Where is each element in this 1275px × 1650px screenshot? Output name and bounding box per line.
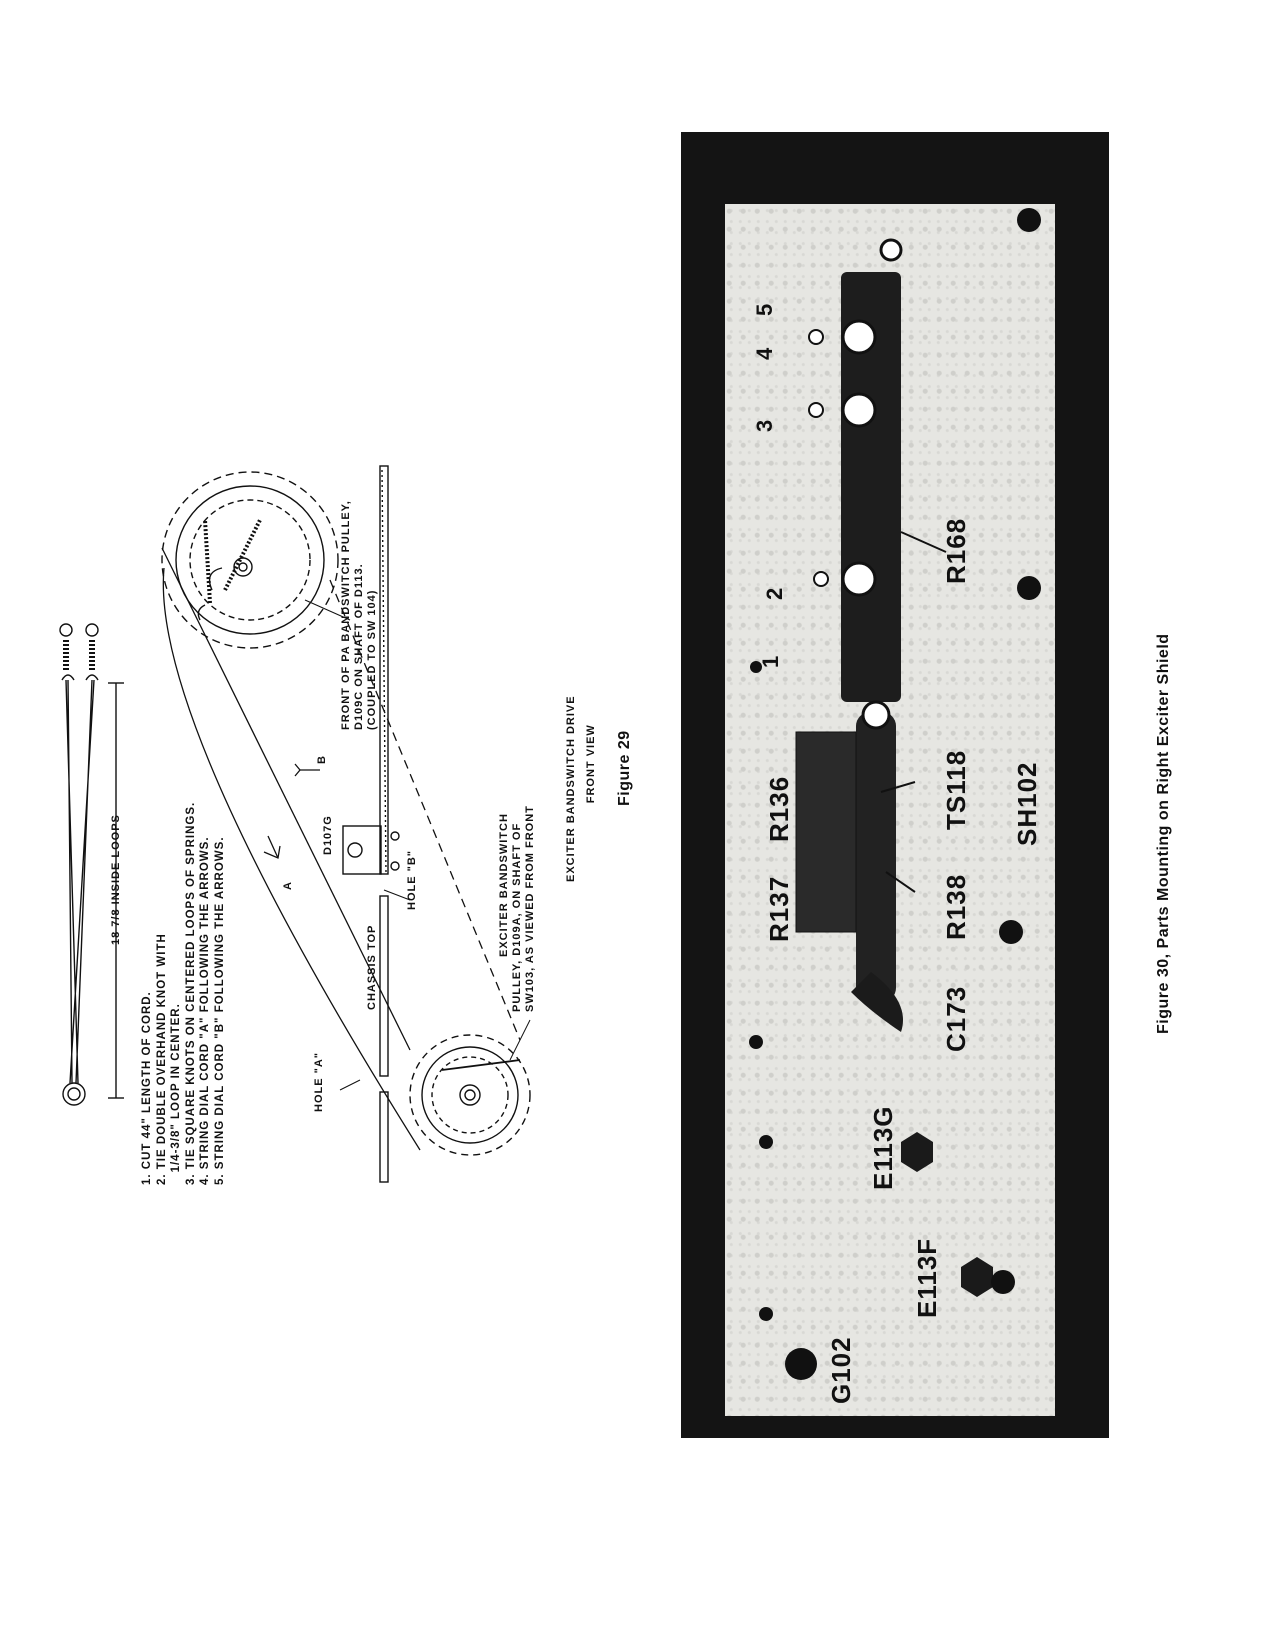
label-terminal-5: 5 [752, 303, 777, 316]
cord-and-springs-drawing [59, 623, 124, 1106]
label-r168: R168 [941, 517, 971, 584]
exciter-pulley-label: EXCITER BANDSWITCH PULLEY, D109A, ON SHA… [498, 805, 536, 1012]
label-terminal-2: 2 [762, 587, 787, 600]
label-ts118: TS118 [941, 749, 971, 830]
d107g-label: D107G [322, 815, 334, 855]
figure-30-photo [681, 132, 1109, 1438]
cord-a-path [161, 547, 411, 1051]
pa-bandswitch-pulley [161, 471, 339, 649]
label-terminal-4: 4 [752, 347, 777, 360]
cord-b-label: B [316, 755, 328, 764]
inside-loops-label: 18 7/8 INSIDE LOOPS [110, 814, 122, 945]
label-terminal-3: 3 [752, 419, 777, 432]
label-e113g: E113G [868, 1105, 898, 1190]
chassis-top-label: CHASSIS TOP [366, 924, 378, 1010]
figure-29-caption: Figure 29 [616, 730, 633, 806]
hole-b-label: HOLE "B" [406, 850, 418, 910]
label-g102: G102 [826, 1336, 856, 1404]
label-r138: R138 [941, 873, 971, 940]
label-r136: R136 [764, 775, 794, 842]
label-terminal-1: 1 [758, 655, 783, 668]
dial-cords [161, 547, 521, 1151]
cord-b-path [329, 579, 521, 1041]
exciter-bandswitch-pulley [409, 1034, 531, 1156]
label-c173: C173 [941, 985, 971, 1052]
chassis-top [379, 465, 389, 1183]
cord-a-lower [162, 567, 421, 1151]
cord-a-label: A [282, 881, 294, 890]
label-sh102: SH102 [1012, 761, 1042, 847]
d107g-bracket [342, 825, 400, 875]
shield-components [749, 208, 1041, 1380]
label-r137: R137 [764, 875, 794, 942]
hole-a-label: HOLE "A" [313, 1052, 325, 1112]
drive-title: EXCITER BANDSWITCH DRIVE FRONT VIEW [565, 695, 597, 882]
figure-30-caption: Figure 30, Parts Mounting on Right Excit… [1155, 633, 1172, 1034]
label-e113f: E113F [912, 1237, 942, 1318]
pa-pulley-label: FRONT OF PA BANDSWITCH PULLEY, D109C ON … [340, 500, 378, 730]
